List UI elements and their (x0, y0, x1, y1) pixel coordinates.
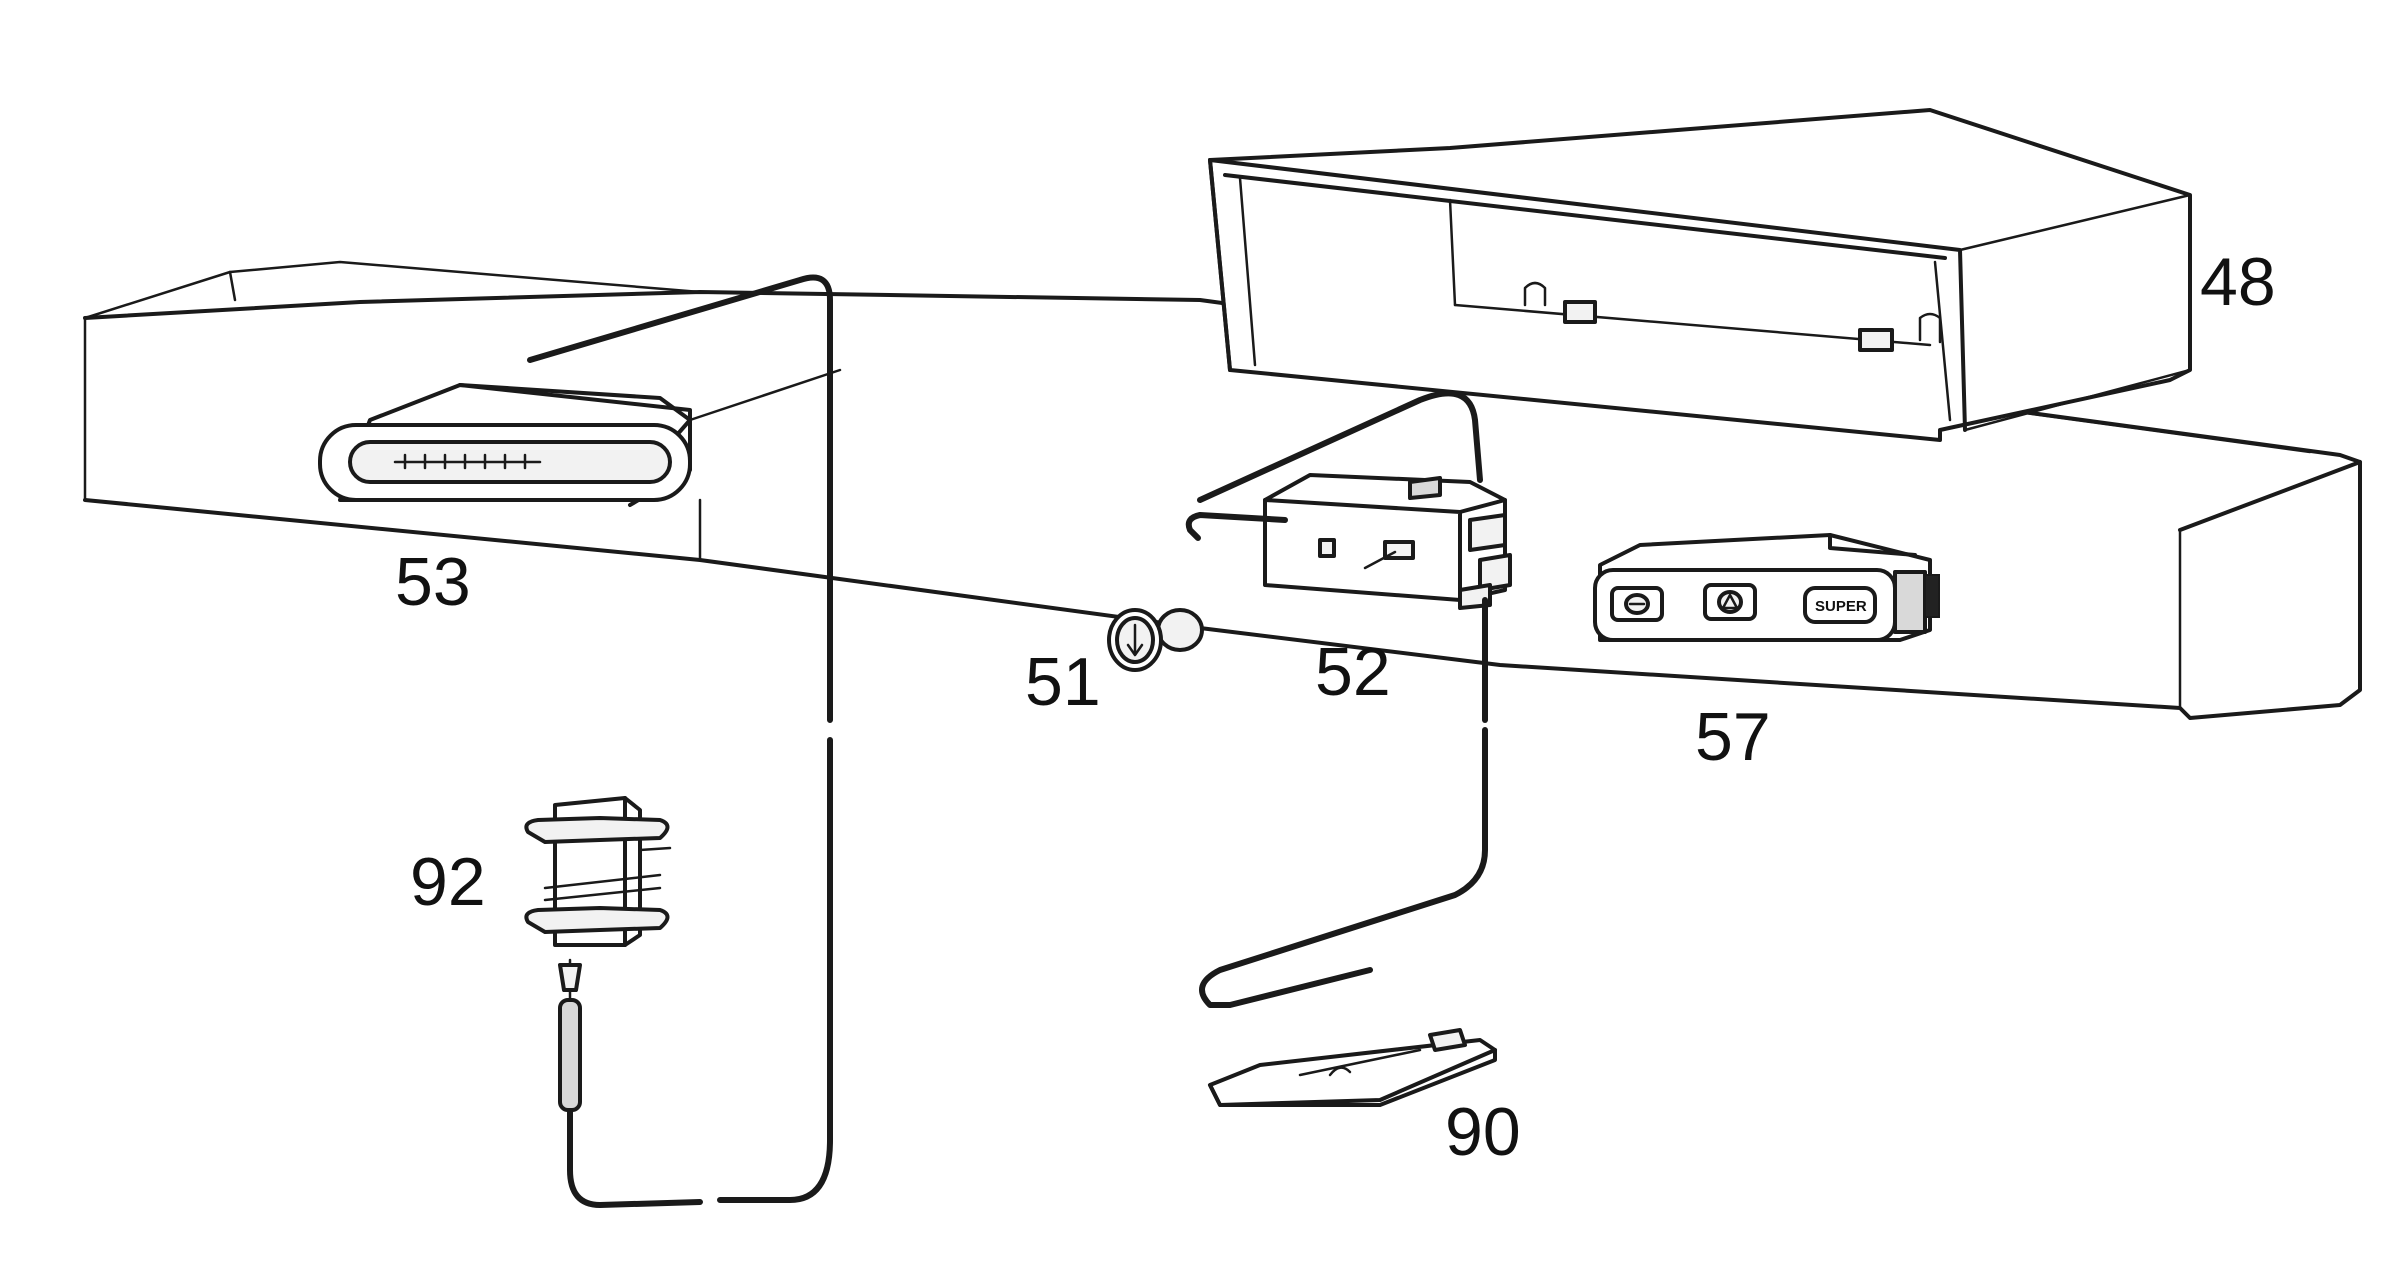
minus-button (1610, 586, 1664, 622)
capillary-tube-left (527, 274, 833, 1208)
part-90-plate (1208, 1028, 1497, 1107)
part-57-control-panel: SUPER (1593, 533, 1940, 642)
part-label-57: 57 (1695, 699, 1771, 775)
part-51-knob (1107, 608, 1204, 672)
triangle-button (1703, 583, 1757, 621)
super-button-label: SUPER (1815, 598, 1867, 615)
part-label-90: 90 (1445, 1094, 1521, 1170)
part-53-display (318, 368, 842, 507)
part-label-51: 51 (1025, 644, 1101, 720)
super-button: SUPER (1803, 586, 1877, 624)
sensor-probe (558, 958, 582, 1112)
part-48-cover (1208, 108, 2192, 442)
part-52-thermostat (1263, 473, 1512, 610)
part-92-clip (524, 796, 672, 947)
capillary-tube-right (1185, 390, 1488, 1008)
part-label-53: 53 (395, 544, 471, 620)
part-label-92: 92 (410, 844, 486, 920)
part-label-48: 48 (2200, 244, 2276, 320)
part-label-52: 52 (1315, 634, 1391, 710)
triangle-icon (1721, 593, 1739, 610)
